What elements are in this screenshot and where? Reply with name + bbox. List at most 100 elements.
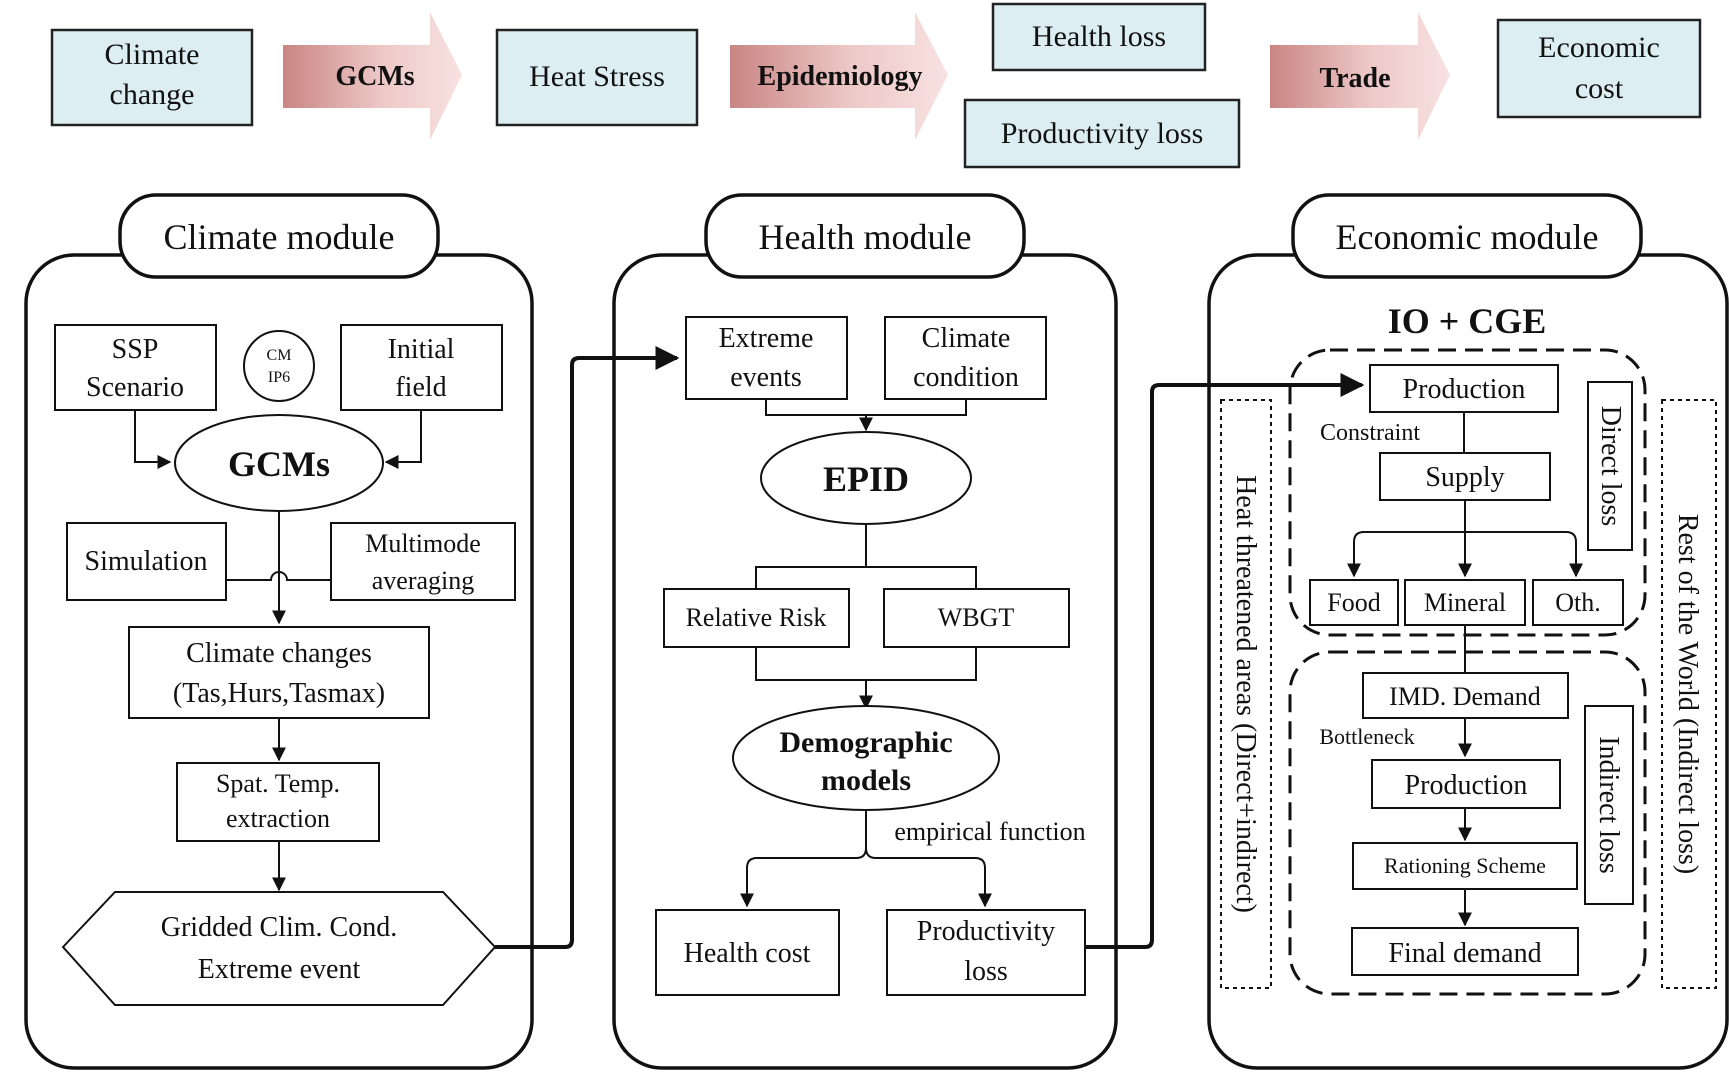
gridded-line2: Extreme event	[198, 954, 361, 985]
climate-module-title: Climate module	[164, 217, 395, 257]
demographic-to-health-cost-connector	[740, 810, 867, 908]
relative-risk-box	[663, 588, 850, 648]
ssp-scenario-box	[54, 324, 217, 411]
supply-label: Supply	[1425, 462, 1504, 493]
ssp-line1: SSP	[112, 334, 159, 365]
production-bottom-label: Production	[1405, 770, 1528, 801]
multimode-line2: averaging	[372, 566, 475, 595]
initial-field-box	[340, 324, 503, 411]
top-flow: Climate change GCMs Heat Stress Epidemio…	[50, 2, 1702, 169]
gridded-clim-hexagon	[61, 891, 497, 1006]
direct-loss-group	[1288, 348, 1647, 637]
productivity-loss-box	[886, 909, 1086, 996]
rest-of-world-panel	[1661, 399, 1717, 989]
indirect-loss-box	[1584, 705, 1634, 905]
initial-to-gcms-connector	[384, 410, 422, 469]
climate-condition-line2: condition	[913, 362, 1019, 393]
spat-temp-extraction-box	[176, 762, 380, 842]
demographic-line1: Demographic	[779, 726, 952, 759]
rationing-scheme-box	[1352, 842, 1578, 890]
wbgt-label: WBGT	[938, 603, 1015, 632]
climate-to-health-connector	[495, 346, 680, 949]
production-top-label: Production	[1403, 374, 1526, 405]
cmip6-circle	[243, 330, 315, 402]
empirical-function-label: empirical function	[894, 817, 1085, 846]
final-demand-label: Final demand	[1388, 938, 1541, 969]
relative-risk-label: Relative Risk	[686, 603, 827, 632]
epid-split-connector	[755, 566, 977, 590]
gcms-label: GCMs	[228, 444, 330, 484]
multimode-line1: Multimode	[365, 529, 481, 558]
health-module-title: Health module	[759, 217, 972, 257]
bottleneck-label: Bottleneck	[1319, 724, 1414, 749]
gcms-arrow-label: GCMs	[335, 61, 414, 92]
health-to-economic-connector	[1085, 373, 1365, 949]
multimode-averaging-box	[330, 522, 516, 601]
io-cge-label: IO + CGE	[1388, 301, 1547, 341]
epidemiology-arrow-label: Epidemiology	[758, 61, 923, 92]
heat-threatened-areas-label: Heat threatened areas (Direct+indirect)	[1230, 475, 1261, 913]
economic-module-title-box	[1291, 193, 1643, 279]
spat-temp-line1: Spat. Temp.	[216, 769, 340, 798]
heat-stress-box	[495, 28, 699, 127]
economic-module: Economic module IO + CGE Heat threatened…	[1207, 193, 1729, 1070]
food-box	[1309, 579, 1399, 626]
imd-demand-label: IMD. Demand	[1389, 682, 1541, 711]
supply-to-food-connector	[1347, 531, 1465, 578]
productivity-loss-top-box	[963, 98, 1241, 169]
oth-box	[1532, 579, 1624, 626]
extreme-events-box	[685, 316, 848, 400]
climate-condition-line1: Climate	[922, 323, 1011, 354]
direct-loss-label: Direct loss	[1595, 406, 1626, 527]
indirect-loss-group	[1288, 650, 1647, 996]
climate-change-line1: Climate	[105, 38, 200, 71]
health-loss-box	[991, 2, 1207, 72]
heat-stress-label: Heat Stress	[529, 60, 665, 93]
climate-changes-line2: (Tas,Hurs,Tasmax)	[173, 678, 385, 709]
trade-flow-arrow	[1270, 12, 1450, 140]
health-module-title-box	[704, 193, 1026, 279]
health-loss-label: Health loss	[1032, 20, 1166, 53]
wbgt-box	[883, 588, 1070, 648]
gridded-line1: Gridded Clim. Cond.	[161, 912, 397, 943]
health-module: Health module Extreme events Climate con…	[612, 193, 1118, 1070]
heat-threatened-areas-panel	[1220, 399, 1272, 989]
climate-change-line2: change	[110, 78, 195, 111]
constraint-label: Constraint	[1320, 420, 1420, 446]
direct-loss-box	[1587, 381, 1633, 551]
production-bottom-box	[1371, 759, 1561, 809]
cmip6-line1: CM	[267, 347, 292, 364]
economic-cost-line2: cost	[1575, 72, 1624, 105]
rationing-scheme-label: Rationing Scheme	[1384, 853, 1546, 878]
climate-changes-box	[128, 626, 430, 719]
supply-to-oth-connector	[1465, 531, 1583, 578]
climate-condition-box	[884, 316, 1047, 400]
ssp-line2: Scenario	[86, 372, 184, 403]
economic-cost-box	[1496, 18, 1702, 119]
productivity-loss-line2: loss	[964, 956, 1008, 987]
mineral-label: Mineral	[1424, 588, 1506, 617]
indirect-loss-label: Indirect loss	[1593, 736, 1624, 874]
initial-field-line2: field	[395, 372, 446, 403]
gcms-flow-arrow	[283, 12, 462, 140]
productivity-loss-line1: Productivity	[917, 916, 1055, 947]
food-label: Food	[1327, 588, 1380, 617]
demographic-line2: models	[821, 764, 911, 797]
cmip6-line2: IP6	[268, 369, 290, 386]
simulation-box	[66, 522, 227, 601]
climate-module-title-box	[118, 193, 440, 279]
oth-label: Oth.	[1555, 588, 1601, 617]
climate-change-box	[50, 28, 254, 127]
economic-module-title: Economic module	[1336, 217, 1599, 257]
rest-of-world-label: Rest of the World (Indirect loss)	[1672, 514, 1703, 874]
imd-demand-box	[1362, 672, 1569, 719]
spat-temp-line2: extraction	[226, 804, 330, 833]
ssp-to-gcms-connector	[134, 410, 172, 469]
final-demand-box	[1351, 927, 1579, 976]
simulation-label: Simulation	[85, 546, 208, 577]
economic-cost-line1: Economic	[1538, 31, 1660, 64]
extreme-events-line2: events	[730, 362, 802, 393]
health-cost-label: Health cost	[684, 938, 811, 969]
